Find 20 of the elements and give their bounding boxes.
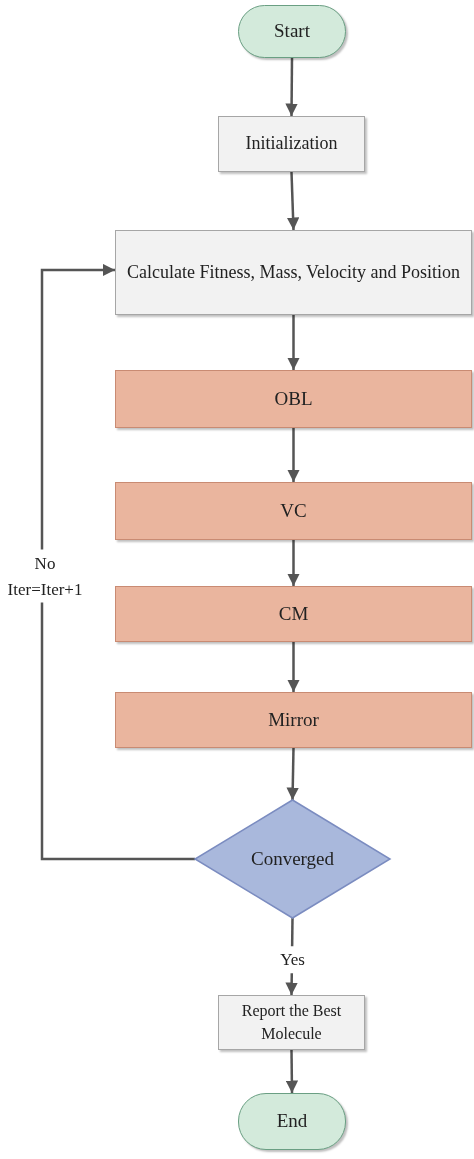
arrow [287, 315, 300, 370]
arrow [285, 58, 298, 116]
process-box: CM [115, 586, 472, 642]
process-box: OBL [115, 370, 472, 428]
arrow [287, 540, 300, 586]
arrow [286, 171, 300, 231]
terminal-box: Start [238, 5, 346, 58]
edge-label: Yes [278, 945, 307, 974]
arrow [287, 428, 300, 482]
process-box: Mirror [115, 692, 472, 748]
process-box: Initialization [218, 116, 365, 172]
process-box: Report the Best Molecule [218, 995, 365, 1050]
process-box: Calculate Fitness, Mass, Velocity and Position [115, 230, 472, 315]
terminal-box: End [238, 1093, 346, 1150]
arrow [285, 1050, 299, 1093]
decision-label: Converged [251, 848, 334, 870]
arrow [286, 747, 299, 801]
arrow [40, 263, 195, 861]
arrow [287, 642, 300, 692]
process-box: VC [115, 482, 472, 540]
